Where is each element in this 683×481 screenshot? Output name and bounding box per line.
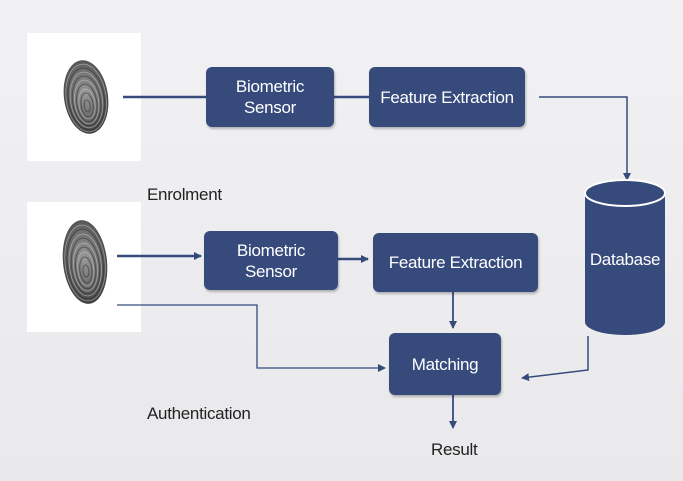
enrolment-biometric-sensor-label: Biometric Sensor (235, 77, 305, 117)
auth-biometric-sensor-label: Biometric Sensor (236, 240, 306, 281)
authentication-label: Authentication (147, 404, 251, 423)
authentication-fingerprint-panel (27, 202, 141, 332)
auth-biometric-sensor-box: Biometric Sensor (204, 231, 338, 290)
enrolment-feature-extraction-label: Feature Extraction (380, 87, 514, 107)
connector-database-to-matching (521, 336, 589, 382)
enrolment-feature-extraction-box: Feature Extraction (369, 67, 525, 127)
matching-box: Matching (389, 333, 501, 395)
result-label: Result (431, 440, 478, 459)
enrolment-label: Enrolment (147, 185, 222, 204)
database-label: Database (589, 250, 661, 269)
connector-fp-to-matching (117, 304, 386, 372)
fingerprint-icon (63, 60, 109, 134)
fingerprint-icon (62, 220, 108, 304)
auth-feature-extraction-label: Feature Extraction (388, 253, 523, 272)
matching-label: Matching (411, 354, 479, 374)
auth-feature-extraction-box: Feature Extraction (373, 233, 538, 292)
enrolment-biometric-sensor-box: Biometric Sensor (206, 67, 334, 127)
connector-feature-to-database (539, 96, 631, 181)
database-cylinder (584, 179, 666, 335)
enrolment-fingerprint-panel (27, 33, 141, 161)
